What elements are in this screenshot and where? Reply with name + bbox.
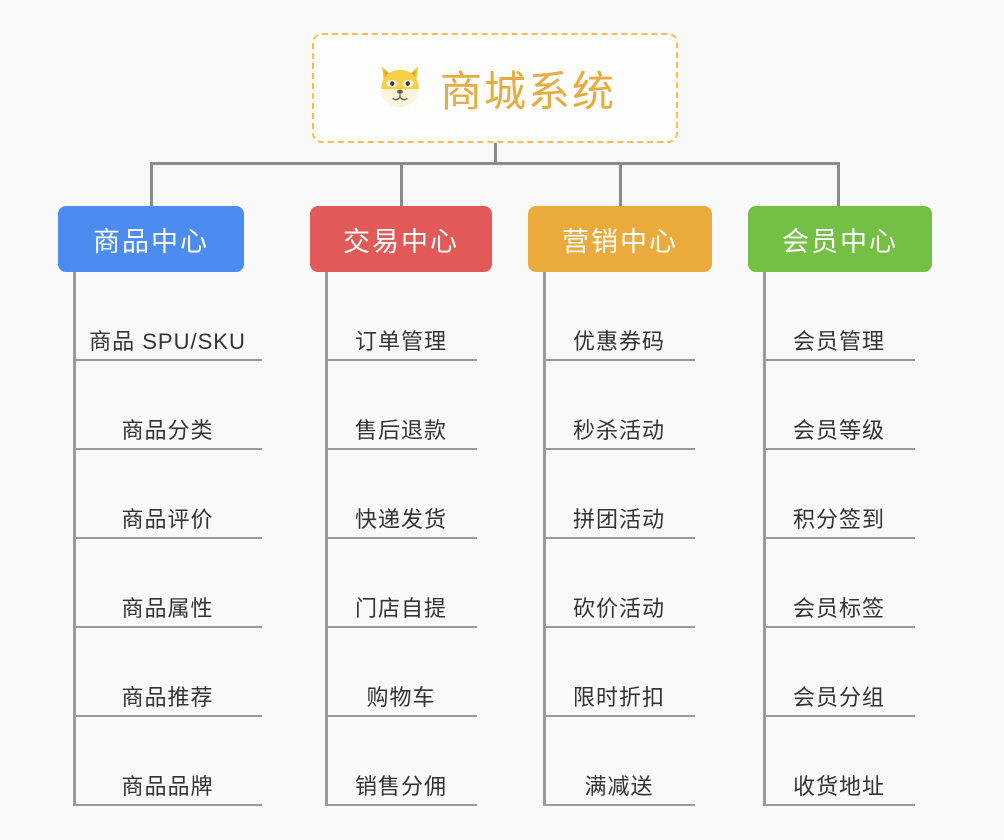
list-item[interactable]: 会员等级 <box>763 361 915 450</box>
leaf-label: 秒杀活动 <box>572 417 665 443</box>
leaf-label: 会员标签 <box>792 595 885 621</box>
leaf-label: 商品 SPU/SKU <box>89 328 246 354</box>
leaf-label: 满减送 <box>584 773 654 799</box>
trunk-line <box>73 272 76 806</box>
trunk-line <box>325 272 328 806</box>
leaf-list-trade-center: 订单管理 售后退款 快递发货 门店自提 购物车 销售分佣 <box>325 272 477 806</box>
leaf-label: 购物车 <box>366 684 436 710</box>
leaf-list-product-center: 商品 SPU/SKU 商品分类 商品评价 商品属性 商品推荐 商品品牌 <box>73 272 262 806</box>
leaf-label: 会员分组 <box>792 684 885 710</box>
list-item[interactable]: 快递发货 <box>325 450 477 539</box>
leaf-label: 限时折扣 <box>572 684 665 710</box>
leaf-list-member-center: 会员管理 会员等级 积分签到 会员标签 会员分组 收货地址 <box>763 272 915 806</box>
category-header-product-center[interactable]: 商品中心 <box>58 206 244 272</box>
list-item[interactable]: 限时折扣 <box>543 628 695 717</box>
leaf-label: 门店自提 <box>354 595 447 621</box>
leaf-label: 快递发货 <box>354 506 447 532</box>
category-label: 营销中心 <box>562 226 678 257</box>
category-label: 商品中心 <box>93 226 209 257</box>
leaf-label: 砍价活动 <box>572 595 665 621</box>
leaf-label: 收货地址 <box>792 773 885 799</box>
leaf-label: 商品品牌 <box>121 773 214 799</box>
dog-face-icon <box>374 60 426 112</box>
list-item[interactable]: 商品评价 <box>73 450 262 539</box>
column-member-center: 会员中心 会员管理 会员等级 积分签到 会员标签 会员分组 收货地址 <box>748 206 932 806</box>
leaf-label: 订单管理 <box>354 328 447 354</box>
leaf-label: 售后退款 <box>354 417 447 443</box>
leaf-label: 商品分类 <box>121 417 214 443</box>
root-title: 商城系统 <box>439 67 616 115</box>
list-item[interactable]: 收货地址 <box>763 717 915 806</box>
leaf-label: 优惠券码 <box>572 328 665 354</box>
category-header-trade-center[interactable]: 交易中心 <box>310 206 492 272</box>
list-item[interactable]: 购物车 <box>325 628 477 717</box>
category-header-marketing-center[interactable]: 营销中心 <box>528 206 712 272</box>
list-item[interactable]: 售后退款 <box>325 361 477 450</box>
trunk-line <box>763 272 766 806</box>
trunk-line <box>543 272 546 806</box>
column-trade-center: 交易中心 订单管理 售后退款 快递发货 门店自提 购物车 销售分佣 <box>310 206 492 806</box>
column-product-center: 商品中心 商品 SPU/SKU 商品分类 商品评价 商品属性 商品推荐 商品品牌 <box>58 206 262 806</box>
list-item[interactable]: 商品属性 <box>73 539 262 628</box>
connector-drop-3 <box>619 162 622 206</box>
list-item[interactable]: 会员管理 <box>763 272 915 361</box>
connector-horizontal-bus <box>150 162 840 165</box>
list-item[interactable]: 商品品牌 <box>73 717 262 806</box>
list-item[interactable]: 会员分组 <box>763 628 915 717</box>
list-item[interactable]: 积分签到 <box>763 450 915 539</box>
list-item[interactable]: 砍价活动 <box>543 539 695 628</box>
list-item[interactable]: 商品推荐 <box>73 628 262 717</box>
column-marketing-center: 营销中心 优惠券码 秒杀活动 拼团活动 砍价活动 限时折扣 满减送 <box>528 206 712 806</box>
leaf-list-marketing-center: 优惠券码 秒杀活动 拼团活动 砍价活动 限时折扣 满减送 <box>543 272 695 806</box>
leaf-label: 拼团活动 <box>572 506 665 532</box>
list-item[interactable]: 商品分类 <box>73 361 262 450</box>
leaf-label: 会员等级 <box>792 417 885 443</box>
category-label: 交易中心 <box>343 226 459 257</box>
list-item[interactable]: 满减送 <box>543 717 695 806</box>
list-item[interactable]: 销售分佣 <box>325 717 477 806</box>
list-item[interactable]: 商品 SPU/SKU <box>73 272 262 361</box>
connector-drop-1 <box>150 162 153 206</box>
list-item[interactable]: 门店自提 <box>325 539 477 628</box>
leaf-label: 商品评价 <box>121 506 214 532</box>
list-item[interactable]: 秒杀活动 <box>543 361 695 450</box>
leaf-label: 商品属性 <box>121 595 214 621</box>
leaf-label: 销售分佣 <box>354 773 447 799</box>
list-item[interactable]: 拼团活动 <box>543 450 695 539</box>
list-item[interactable]: 会员标签 <box>763 539 915 628</box>
leaf-label: 商品推荐 <box>121 684 214 710</box>
connector-drop-4 <box>837 162 840 206</box>
connector-drop-2 <box>400 162 403 206</box>
list-item[interactable]: 优惠券码 <box>543 272 695 361</box>
root-node[interactable]: 商城系统 <box>312 33 678 143</box>
leaf-label: 积分签到 <box>792 506 885 532</box>
category-header-member-center[interactable]: 会员中心 <box>748 206 932 272</box>
connector-root-stem <box>494 143 497 164</box>
category-label: 会员中心 <box>782 226 898 257</box>
leaf-label: 会员管理 <box>792 328 885 354</box>
list-item[interactable]: 订单管理 <box>325 272 477 361</box>
